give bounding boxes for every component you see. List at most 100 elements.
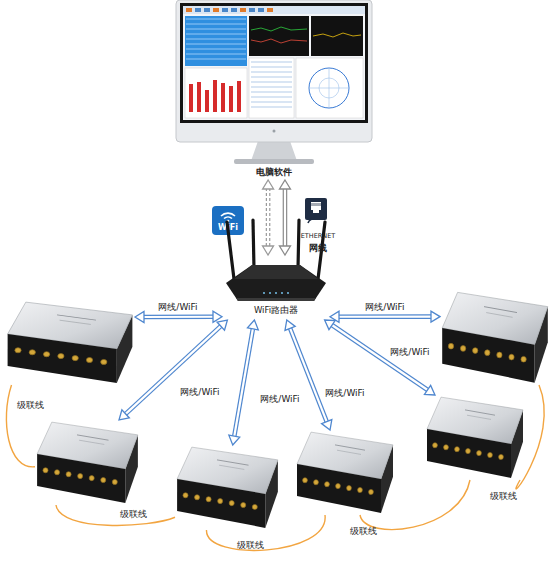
arrow-head <box>247 320 258 330</box>
router-illustration-part <box>236 298 316 301</box>
arrow-head <box>213 311 222 322</box>
device-illustration-part <box>58 354 64 359</box>
arrow-shaft-core <box>234 328 253 437</box>
arrow-shaft-core <box>338 316 432 318</box>
cable-label: 级联线 <box>237 539 264 552</box>
arrow-shaft-core <box>331 324 428 390</box>
device-illustration-part <box>112 479 117 484</box>
device-illustration-part <box>473 348 478 354</box>
monitor-illustration-part <box>186 39 246 40</box>
monitor-illustration-part <box>186 49 246 50</box>
device-illustration-part <box>86 357 92 362</box>
device-illustration-part <box>55 470 60 475</box>
ethernet-plug <box>313 210 319 213</box>
ethernet-plate <box>305 198 327 220</box>
monitor-illustration-part <box>180 3 368 123</box>
monitor-illustration-part <box>222 8 228 12</box>
device-illustration-part <box>78 474 83 479</box>
router-illustration-part <box>275 292 277 294</box>
arrow-shaft <box>283 188 288 247</box>
monitor-illustration-part <box>185 16 247 66</box>
device-illustration-part <box>66 472 71 477</box>
device-illustration-part <box>336 484 341 489</box>
monitor-illustration-part <box>213 8 219 12</box>
monitor-illustration-part <box>183 6 365 14</box>
arrow-head <box>424 385 435 395</box>
cable-label: 级联线 <box>350 525 377 538</box>
arrow-shaft <box>266 188 271 247</box>
device-illustration <box>425 395 525 480</box>
arrow-shaft <box>125 325 222 414</box>
arrow-head <box>285 320 295 330</box>
monitor-illustration-part <box>186 59 246 60</box>
device-illustration-part <box>466 449 471 454</box>
device-illustration-part <box>477 451 482 456</box>
device-illustration-part <box>29 350 35 355</box>
arrow-head <box>431 311 440 322</box>
link-arrow <box>330 311 440 322</box>
wifi-router: WiFi路由器 <box>222 255 330 320</box>
arrow-head <box>330 311 339 322</box>
device-illustration-part <box>358 487 363 492</box>
arrow-shaft <box>338 314 432 319</box>
monitor-illustration-part <box>183 6 365 120</box>
device-illustration-part <box>219 465 244 469</box>
monitor-illustration-part <box>186 34 246 35</box>
monitor-illustration-part <box>186 44 246 45</box>
device-illustration <box>440 290 550 385</box>
acquisition-device <box>425 395 525 480</box>
arrow-shaft-core <box>267 188 269 247</box>
acquisition-device <box>35 420 140 505</box>
arrow-head <box>263 180 274 189</box>
cable-label: 级联线 <box>120 508 147 521</box>
device-illustration-part <box>444 445 449 450</box>
wifi-waves <box>212 207 244 223</box>
computer-monitor: 电脑软件 <box>176 0 372 180</box>
link-label: 网线/WiFi <box>180 386 219 399</box>
link-arrow <box>325 320 435 395</box>
device-illustration-part <box>433 443 438 448</box>
device-illustration-part <box>488 452 493 457</box>
arrow-head <box>325 320 336 330</box>
monitor-illustration-part <box>205 90 209 112</box>
device-illustration-part <box>217 460 249 465</box>
arrow-shaft <box>234 328 253 437</box>
monitor-illustration-part <box>251 82 292 83</box>
device-illustration-part <box>509 354 514 360</box>
monitor-illustration-part <box>197 82 201 112</box>
monitor-illustration-part <box>237 81 241 112</box>
monitor-illustration-part <box>313 33 361 37</box>
device-illustration-part <box>521 356 526 362</box>
device-illustration-part <box>195 495 200 500</box>
link-arrow <box>279 180 290 255</box>
cascade-cable <box>6 385 35 467</box>
link-arrow <box>119 320 227 420</box>
device-illustration-part <box>183 493 188 498</box>
monitor-illustration-part <box>251 92 292 93</box>
monitor-illustration-part <box>251 107 292 108</box>
device-illustration-part <box>337 450 361 454</box>
router-illustration-part <box>269 292 271 294</box>
device-illustration-part <box>314 480 319 485</box>
device-illustration-part <box>77 435 109 440</box>
device-illustration <box>35 420 140 505</box>
monitor-illustration-part <box>251 102 292 103</box>
monitor-illustration-part <box>189 84 193 112</box>
device-illustration-part <box>455 447 460 452</box>
acquisition-device <box>5 300 135 385</box>
device-illustration-part <box>89 476 94 481</box>
monitor-illustration-part <box>251 97 292 98</box>
device-illustration-part <box>101 477 106 482</box>
arrow-head <box>135 311 144 322</box>
device-illustration <box>5 300 135 385</box>
link-label: 网线/WiFi <box>365 301 404 314</box>
monitor-illustration-part <box>221 83 225 112</box>
node-label: 电脑软件 <box>156 166 392 179</box>
router-illustration-part <box>298 220 299 269</box>
arrow-head <box>279 180 290 189</box>
monitor-illustration-part <box>251 39 307 43</box>
device-illustration-part <box>427 429 511 478</box>
link-arrow <box>229 320 258 445</box>
node-label: WiFi路由器 <box>202 305 350 317</box>
